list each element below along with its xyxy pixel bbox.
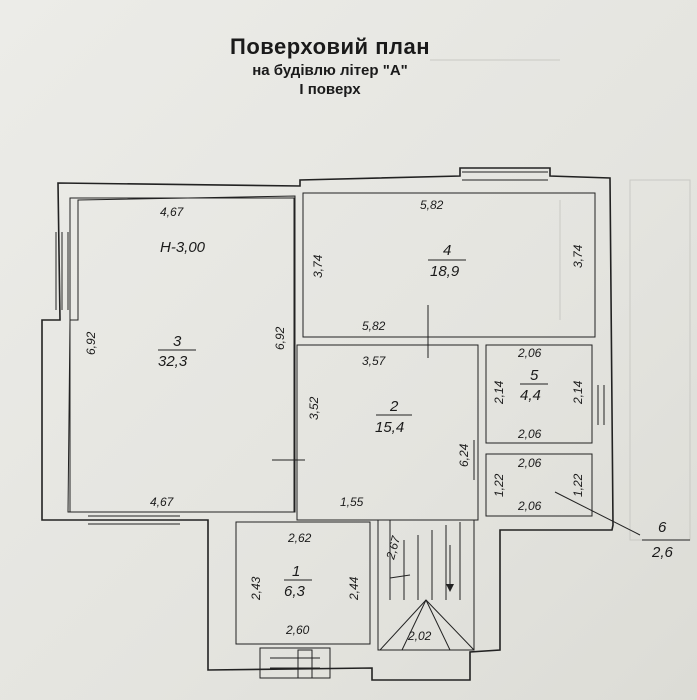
room-6-leader: [554, 491, 641, 536]
room-3-outline: [69, 197, 295, 513]
level-mark: Н-3,00: [160, 239, 206, 256]
title-block: Поверховий план на будівлю літер "А" І п…: [150, 34, 510, 98]
dim-r5-bottom: 2,06: [517, 427, 542, 441]
dim-r4-left: 3,74: [311, 254, 325, 278]
dim-r6-bottom: 2,06: [517, 499, 542, 513]
dim-stair-bottom: 2,02: [407, 629, 432, 643]
dim-r6-left: 1,22: [492, 473, 506, 497]
dim-r3-bottom: 4,67: [150, 495, 175, 509]
dim-r1-left: 2,43: [249, 576, 263, 601]
room-2-area: 15,4: [375, 419, 404, 436]
dim-r5-top: 2,06: [517, 346, 542, 360]
ghost-lines: [430, 59, 691, 541]
plan-floor: І поверх: [299, 81, 361, 98]
dim-r4-right: 3,74: [571, 244, 585, 268]
window-bottom-left: [88, 515, 180, 525]
window-left: [55, 232, 69, 310]
dim-r2-top: 3,57: [362, 354, 387, 368]
dim-r1-bottom: 2,60: [285, 623, 310, 637]
room-3-number: 3: [173, 333, 182, 350]
room-1-number: 1: [292, 563, 300, 580]
room-3-area: 32,3: [158, 353, 188, 370]
room-5-number: 5: [530, 367, 539, 384]
dim-r3-right: 6,92: [273, 326, 287, 350]
dim-r2-right: 6,24: [457, 443, 471, 467]
dim-r2-left: 3,52: [307, 396, 321, 420]
room-6-number: 6: [658, 519, 667, 536]
dim-r4-top: 5,82: [420, 198, 444, 212]
room-2-number: 2: [389, 398, 399, 415]
dim-r3-top: 4,67: [160, 205, 185, 219]
dim-stair-diagonal: 2,67: [383, 533, 403, 561]
room-5-area: 4,4: [520, 387, 541, 404]
dim-r4-bottom: 5,82: [362, 319, 386, 333]
dim-r2-bottom: 1,55: [340, 495, 364, 509]
dim-r6-right: 1,22: [571, 473, 585, 497]
room-5-outline: [485, 344, 593, 444]
room-2-outline: [296, 344, 479, 521]
dim-r1-top: 2,62: [287, 531, 312, 545]
room-1-outline: [235, 521, 371, 645]
plan-title: Поверховий план: [230, 34, 430, 59]
plan-subtitle: на будівлю літер "А": [252, 62, 408, 79]
room-4-outline: [302, 192, 596, 338]
room-4-area: 18,9: [430, 263, 460, 280]
dim-r1-right: 2,44: [347, 576, 361, 601]
dim-r3-left: 6,92: [84, 331, 98, 355]
room-6-outline: [485, 453, 593, 517]
room-4-number: 4: [443, 242, 451, 259]
inner-wall: [67, 195, 296, 513]
room-1-area: 6,3: [284, 583, 306, 600]
window-right: [597, 385, 605, 425]
room-6-area: 2,6: [651, 544, 674, 561]
staircase: [377, 519, 475, 651]
dim-r5-right: 2,14: [571, 380, 585, 405]
outer-wall: [41, 167, 614, 681]
entrance-steps: [259, 647, 331, 679]
dim-r5-left: 2,14: [492, 380, 506, 405]
window-top: [462, 171, 548, 181]
dim-r6-top: 2,06: [517, 456, 542, 470]
